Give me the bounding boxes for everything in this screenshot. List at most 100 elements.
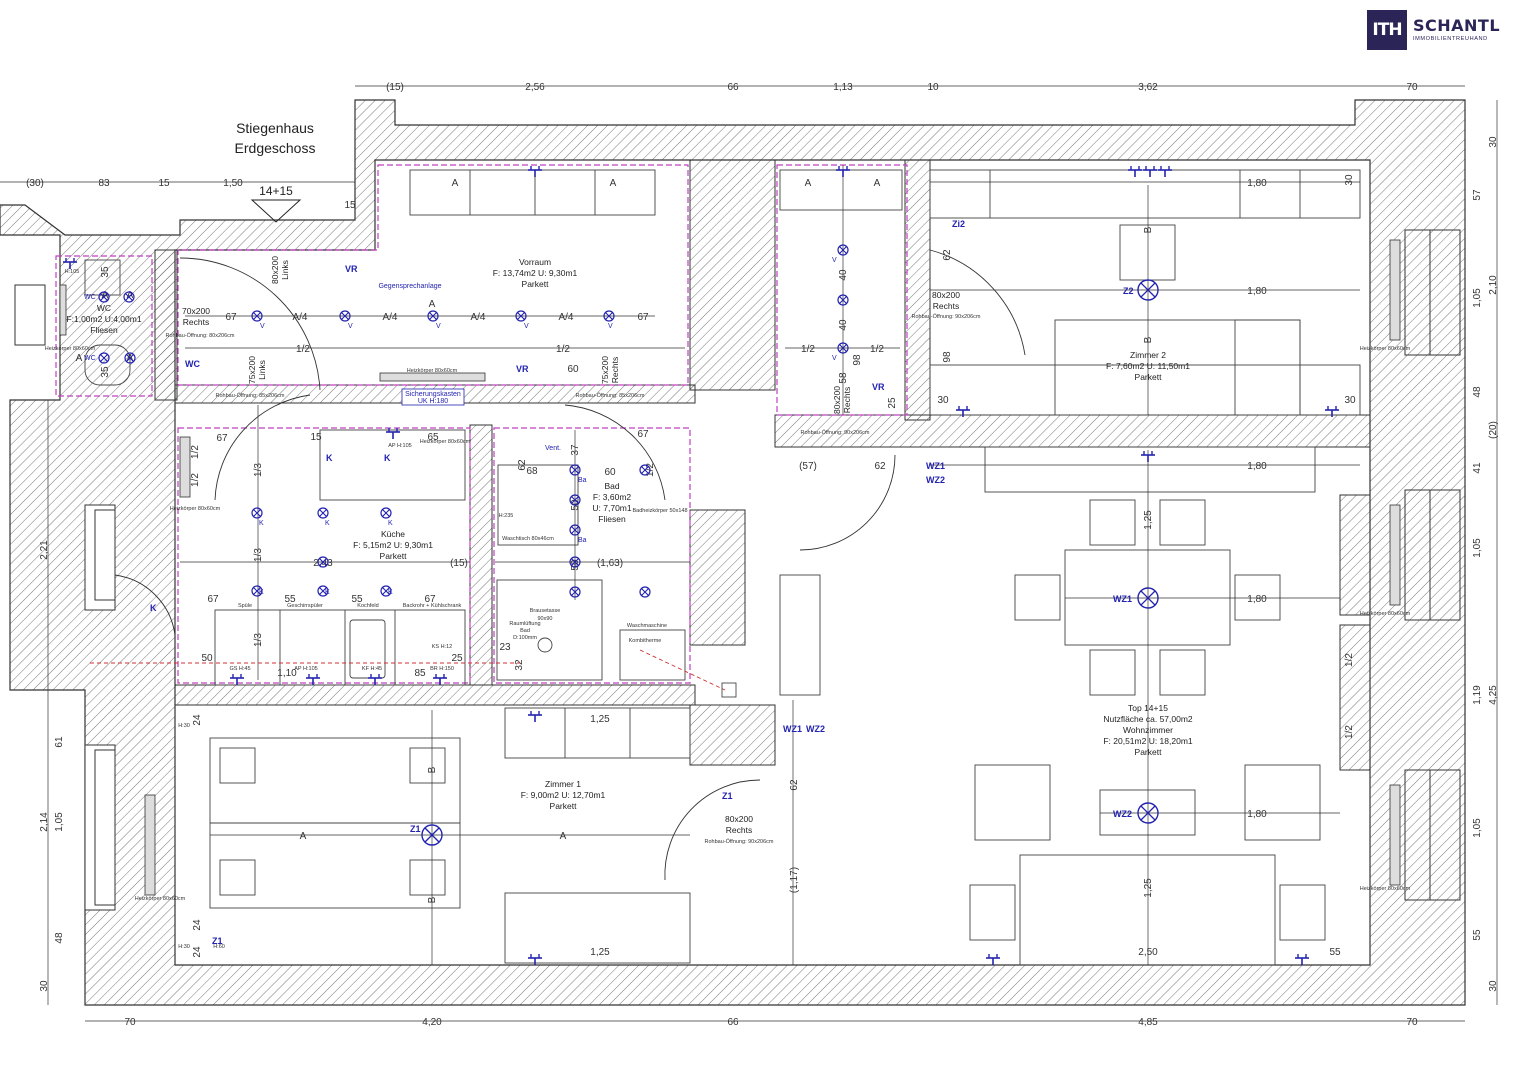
svg-text:Raumlüftung: Raumlüftung [509, 621, 540, 627]
svg-text:K: K [259, 589, 264, 596]
svg-text:1/2: 1/2 [1344, 725, 1355, 739]
room-wc-name: WC [97, 303, 111, 313]
svg-text:25: 25 [451, 653, 463, 664]
svg-text:Zi2: Zi2 [952, 219, 965, 229]
svg-text:60: 60 [604, 467, 616, 478]
room-wc-area: F:1,00m2 U:4,00m1 [66, 314, 141, 324]
svg-text:70x200: 70x200 [182, 306, 210, 316]
title-line2: Erdgeschoss [235, 140, 316, 156]
svg-text:(30): (30) [26, 178, 44, 189]
svg-text:98: 98 [852, 354, 863, 366]
svg-text:K: K [388, 589, 393, 596]
svg-text:Spüle: Spüle [238, 603, 252, 609]
svg-text:4,85: 4,85 [1138, 1017, 1158, 1028]
svg-text:A: A [805, 178, 812, 189]
svg-text:1,80: 1,80 [1247, 461, 1267, 472]
svg-text:Z1: Z1 [212, 936, 223, 946]
svg-text:48: 48 [54, 932, 65, 944]
svg-text:50: 50 [570, 559, 581, 571]
room-vorraum-area: F: 13,74m2 U: 9,30m1 [493, 268, 578, 278]
svg-text:Rohbau-Öffnung: 90x206cm: Rohbau-Öffnung: 90x206cm [912, 313, 981, 320]
svg-text:15: 15 [158, 178, 170, 189]
svg-text:83: 83 [98, 178, 110, 189]
svg-text:Rohbau-Öffnung: 90x206cm: Rohbau-Öffnung: 90x206cm [705, 838, 774, 845]
svg-text:Waschmaschine: Waschmaschine [627, 623, 667, 629]
svg-text:2,21: 2,21 [39, 540, 50, 560]
brand-text: SCHANTL IMMOBILIENTREUHAND [1413, 17, 1500, 43]
svg-text:Backrohr + Kühlschrank: Backrohr + Kühlschrank [403, 603, 462, 609]
svg-text:VR: VR [345, 264, 358, 274]
svg-text:Rohbau-Öffnung: 90x206cm: Rohbau-Öffnung: 90x206cm [801, 429, 870, 436]
svg-text:KS H:12: KS H:12 [432, 644, 452, 650]
room-kueche-area: F: 5,15m2 U: 9,30m1 [353, 540, 433, 550]
room-zimmer2-floor: Parkett [1135, 372, 1163, 382]
svg-text:1,05: 1,05 [1472, 288, 1483, 308]
svg-text:Rechts: Rechts [183, 317, 209, 327]
svg-text:75x200: 75x200 [247, 356, 257, 384]
svg-text:98: 98 [942, 351, 953, 363]
svg-text:75x200: 75x200 [600, 356, 610, 384]
svg-text:15: 15 [310, 432, 322, 443]
svg-text:A: A [452, 178, 459, 189]
svg-text:67: 67 [424, 594, 436, 605]
svg-text:Rohbau-Öffnung: 85x206cm: Rohbau-Öffnung: 85x206cm [216, 392, 285, 399]
svg-text:1/2: 1/2 [190, 473, 201, 487]
svg-text:85: 85 [414, 668, 426, 679]
svg-text:Heizkörper 80x60cm: Heizkörper 80x60cm [1360, 886, 1411, 892]
svg-text:Rechts: Rechts [610, 357, 620, 383]
svg-text:Rohbau-Öffnung: 85x206cm: Rohbau-Öffnung: 85x206cm [576, 392, 645, 399]
svg-text:V: V [608, 323, 613, 330]
svg-text:1/2: 1/2 [1344, 653, 1355, 667]
svg-text:67: 67 [207, 594, 219, 605]
furniture [84, 169, 1361, 966]
svg-text:1,10: 1,10 [277, 668, 297, 679]
svg-text:1,80: 1,80 [1247, 594, 1267, 605]
svg-text:62: 62 [789, 779, 800, 791]
svg-text:60: 60 [567, 364, 579, 375]
room-bad-area1: F: 3,60m2 [593, 492, 632, 502]
svg-text:65: 65 [427, 432, 439, 443]
small-labels: Rohbau-Öffnung: 80x206cm Rohbau-Öffnung:… [45, 269, 1411, 950]
svg-text:Heizkörper 80x60cm: Heizkörper 80x60cm [407, 368, 458, 374]
svg-text:61: 61 [54, 736, 65, 748]
svg-text:Links: Links [280, 260, 290, 280]
svg-text:V: V [524, 323, 529, 330]
svg-text:55: 55 [351, 594, 363, 605]
svg-text:55: 55 [1472, 929, 1483, 941]
svg-text:1/2: 1/2 [296, 344, 310, 355]
svg-text:Waschtisch 80x46cm: Waschtisch 80x46cm [502, 536, 554, 542]
room-bad-area2: U: 7,70m1 [592, 503, 631, 513]
svg-text:V: V [260, 323, 265, 330]
svg-text:Vent.: Vent. [545, 445, 561, 452]
room-zimmer1-area: F: 9,00m2 U: 12,70m1 [521, 790, 606, 800]
svg-text:Brausetasse: Brausetasse [530, 608, 561, 614]
svg-text:K: K [384, 453, 391, 463]
svg-text:48: 48 [1472, 386, 1483, 398]
dims-top: (15) 2,56 66 1,13 10 3,62 70 (30) 83 15 … [26, 82, 1418, 189]
svg-text:23: 23 [499, 642, 511, 653]
svg-text:A/4: A/4 [382, 312, 397, 323]
svg-text:80x200: 80x200 [832, 386, 842, 414]
radiators [59, 239, 1401, 896]
svg-text:1,50: 1,50 [223, 178, 243, 189]
svg-text:A/4: A/4 [470, 312, 485, 323]
svg-text:1,13: 1,13 [833, 82, 853, 93]
room-wohnzimmer-floor: Parkett [1135, 747, 1163, 757]
svg-text:(15): (15) [386, 82, 404, 93]
svg-text:B: B [1143, 226, 1154, 233]
svg-text:35: 35 [100, 366, 111, 378]
svg-text:2,10: 2,10 [1488, 275, 1499, 295]
svg-text:67: 67 [637, 312, 649, 323]
room-zimmer1-floor: Parkett [550, 801, 578, 811]
svg-text:40: 40 [838, 319, 849, 331]
svg-text:AP H:105: AP H:105 [294, 666, 317, 672]
svg-text:1,05: 1,05 [1472, 818, 1483, 838]
room-vorraum-name: Vorraum [519, 257, 551, 267]
svg-text:57: 57 [1472, 189, 1483, 201]
svg-text:1,19: 1,19 [1472, 685, 1483, 705]
svg-text:55: 55 [284, 594, 296, 605]
brand-mark: ITH [1367, 10, 1407, 50]
svg-text:2,14: 2,14 [39, 812, 50, 832]
svg-text:K: K [325, 520, 330, 527]
